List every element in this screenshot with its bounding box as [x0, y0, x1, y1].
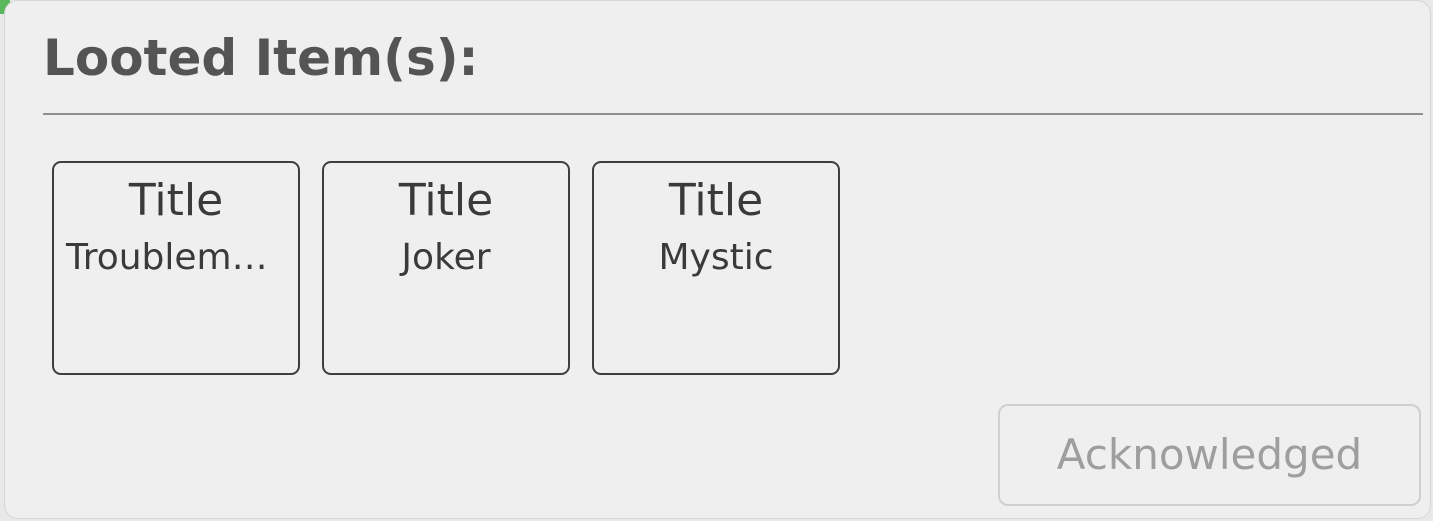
loot-item-name: Troublemaker — [66, 237, 298, 278]
loot-item-type: Title — [668, 175, 764, 226]
dialog-title: Looted Item(s): — [43, 29, 479, 87]
loot-item-type: Title — [398, 175, 494, 226]
title-divider — [43, 113, 1423, 115]
looted-items-dialog: Looted Item(s): Title Troublemaker Title… — [4, 0, 1431, 519]
loot-item-card[interactable]: Title Joker — [322, 161, 570, 375]
loot-item-card[interactable]: Title Mystic — [592, 161, 840, 375]
loot-item-card[interactable]: Title Troublemaker — [52, 161, 300, 375]
loot-item-name: Joker — [401, 237, 491, 278]
loot-item-name: Mystic — [658, 237, 774, 278]
loot-item-type: Title — [128, 175, 224, 226]
looted-items-list: Title Troublemaker Title Joker Title Mys… — [52, 161, 840, 375]
acknowledged-button[interactable]: Acknowledged — [998, 404, 1421, 506]
